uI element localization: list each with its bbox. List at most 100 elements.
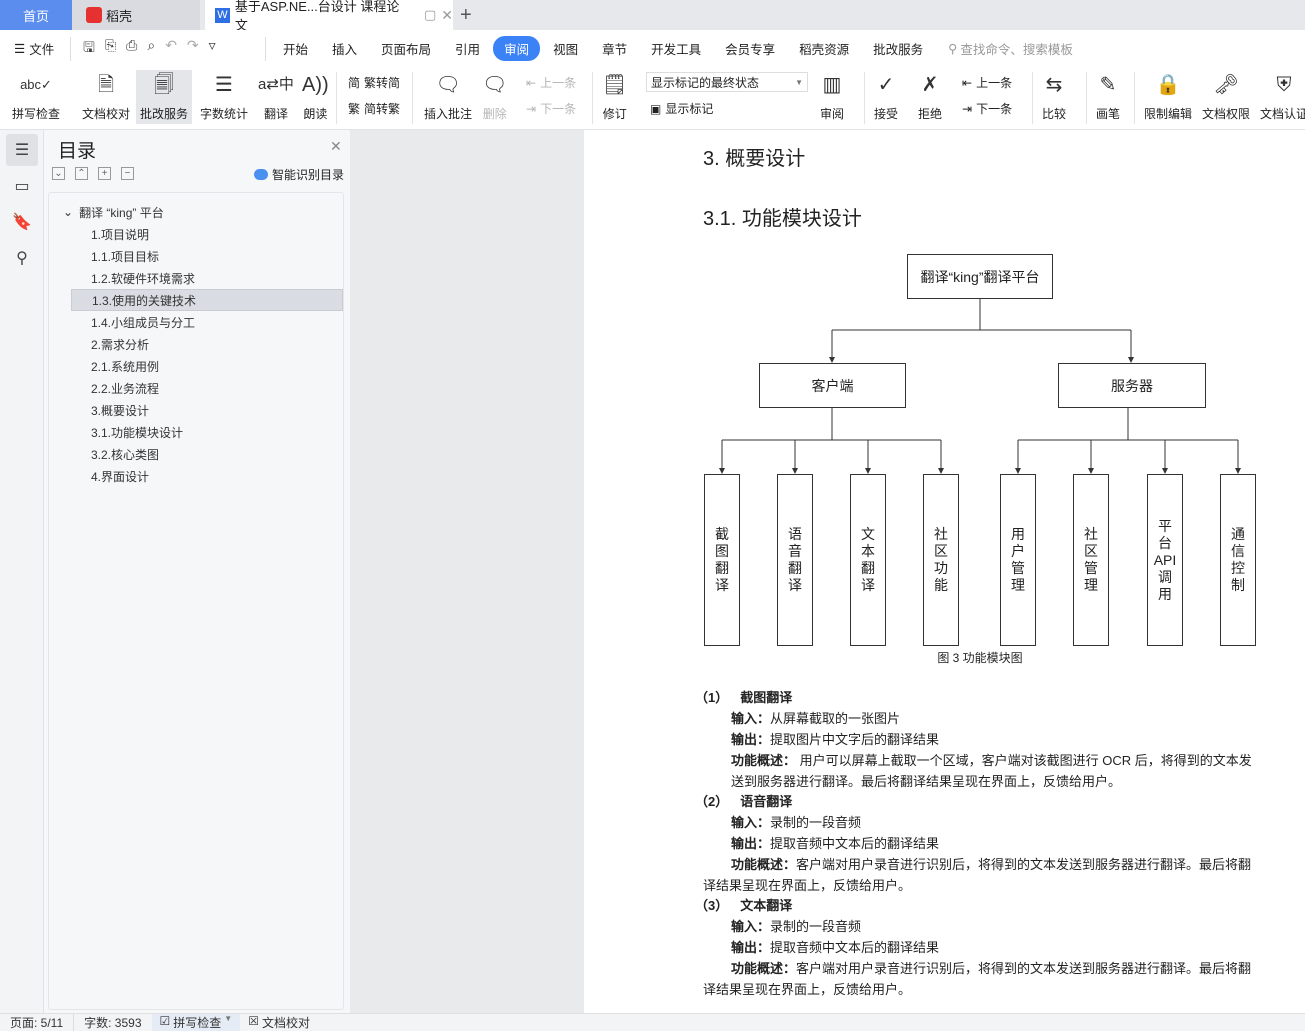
reject-icon: ✗ bbox=[921, 74, 939, 96]
toc-item[interactable]: 2.2.业务流程 bbox=[71, 377, 343, 399]
document-page[interactable]: 3. 概要设计 3.1. 功能模块设计 翻译“king”翻译平台 客户端 服务器… bbox=[584, 130, 1305, 1013]
menu-correction[interactable]: 批改服务 bbox=[873, 43, 924, 57]
save-icon[interactable]: 🖫 bbox=[83, 38, 95, 55]
command-search[interactable]: ⚲查找命令、搜索模板 bbox=[948, 39, 1073, 58]
status-proof-label: 文档校对 bbox=[261, 1016, 310, 1030]
expand-up-icon[interactable]: ⌃ bbox=[75, 167, 88, 180]
menu-member[interactable]: 会员专享 bbox=[725, 43, 776, 57]
paragraph: 功能概述：客户端对用户录音进行识别后，将得到的文本发送到服务器进行翻译。最后将翻… bbox=[703, 854, 1259, 896]
section-number: （3） bbox=[695, 898, 729, 913]
status-proofread[interactable]: ☒文档校对 bbox=[240, 1014, 318, 1031]
collapse-all-icon[interactable]: ⌄ bbox=[52, 167, 65, 180]
chevron-down-icon[interactable]: ⌄ bbox=[63, 205, 74, 219]
divider bbox=[592, 72, 593, 124]
arrow-head bbox=[719, 468, 725, 474]
menu-insert[interactable]: 插入 bbox=[332, 43, 358, 57]
search-icon[interactable]: ⚲ bbox=[16, 250, 28, 267]
tab-home[interactable]: 首页 bbox=[0, 0, 72, 30]
menu-start[interactable]: 开始 bbox=[283, 43, 309, 57]
proof-label: 文档校对 bbox=[82, 107, 131, 121]
remove-level-icon[interactable]: − bbox=[121, 167, 134, 180]
proofread-icon: 🗎 bbox=[97, 74, 115, 96]
word-count-button[interactable]: ☰字数统计 bbox=[196, 70, 252, 124]
close-tab-icon[interactable]: ✕ bbox=[441, 6, 453, 23]
smart-toc-button[interactable]: 智能识别目录 bbox=[254, 166, 344, 183]
file-menu[interactable]: ☰文件 bbox=[0, 39, 70, 58]
toc-item-label: 2.1.系统用例 bbox=[91, 359, 160, 374]
next-comment-button[interactable]: ⇥下一条 bbox=[526, 100, 576, 117]
toc-item[interactable]: 2.1.系统用例 bbox=[71, 355, 343, 377]
status-spell-check[interactable]: ☑拼写检查▼ bbox=[151, 1014, 241, 1031]
toc-item[interactable]: 1.4.小组成员与分工 bbox=[71, 311, 343, 333]
toc-icon[interactable]: ☰ bbox=[6, 134, 38, 166]
toc-item[interactable]: 4.界面设计 bbox=[71, 465, 343, 487]
simp-to-trad-button[interactable]: 繁简转繁 bbox=[348, 100, 400, 117]
comment-add-icon: 🗨 bbox=[435, 74, 461, 96]
review-pane-button[interactable]: ▥审阅 bbox=[816, 70, 848, 124]
menu-layout[interactable]: 页面布局 bbox=[381, 43, 432, 57]
restrict-edit-button[interactable]: 🔒限制编辑 bbox=[1140, 70, 1196, 124]
toc-item[interactable]: 3.概要设计 bbox=[71, 399, 343, 421]
delete-comment-button[interactable]: 🗨删除 bbox=[478, 70, 511, 124]
read-aloud-button[interactable]: A))朗读 bbox=[298, 70, 333, 124]
prev-change-button[interactable]: ⇤上一条 bbox=[962, 74, 1012, 91]
show-markup-button[interactable]: ▣显示标记 bbox=[650, 100, 713, 117]
redo-icon[interactable]: ↷ bbox=[186, 36, 199, 53]
doc-permission-button[interactable]: 🗝文档权限 bbox=[1198, 70, 1254, 124]
menu-section[interactable]: 章节 bbox=[602, 43, 628, 57]
diagram-leaf-node: 社区功能 bbox=[923, 474, 959, 646]
section-nav-icon[interactable]: ▭ bbox=[14, 178, 30, 195]
pen-button[interactable]: ✎画笔 bbox=[1092, 70, 1124, 124]
spell-label: 拼写检查 bbox=[12, 107, 61, 121]
preview-icon[interactable]: ⌕ bbox=[147, 36, 156, 53]
add-level-icon[interactable]: + bbox=[98, 167, 111, 180]
toc-item[interactable]: 1.项目说明 bbox=[71, 223, 343, 245]
toc-item[interactable]: 1.3.使用的关键技术 bbox=[71, 289, 343, 311]
insert-comment-button[interactable]: 🗨插入批注 bbox=[420, 70, 476, 124]
pin-icon[interactable]: ▢ bbox=[423, 7, 437, 22]
output-label: 输出： bbox=[731, 836, 771, 851]
desc-label: 功能概述： bbox=[731, 753, 797, 768]
doc-certify-button[interactable]: ⛨文档认证 bbox=[1256, 70, 1305, 124]
toc-root-item[interactable]: ⌄翻译 “king” 平台 bbox=[57, 201, 329, 223]
track-changes-button[interactable]: 🗒修订 bbox=[598, 70, 631, 124]
prev-comment-button[interactable]: ⇤上一条 bbox=[526, 74, 576, 91]
bookmark-icon[interactable]: 🔖 bbox=[12, 214, 32, 231]
toc-item[interactable]: 1.2.软硬件环境需求 bbox=[71, 267, 343, 289]
command-search-placeholder: 查找命令、搜索模板 bbox=[960, 43, 1073, 57]
close-icon[interactable]: ✕ bbox=[330, 138, 342, 154]
toc-item[interactable]: 2.需求分析 bbox=[71, 333, 343, 355]
docer-logo-icon bbox=[86, 7, 102, 23]
markup-state-select[interactable]: 显示标记的最终状态▼ bbox=[646, 72, 808, 92]
trad-to-simp-button[interactable]: 简繁转简 bbox=[348, 74, 400, 91]
page-indicator[interactable]: 页面: 5/11 bbox=[10, 1016, 64, 1030]
menu-review[interactable]: 审阅 bbox=[493, 36, 541, 61]
reject-button[interactable]: ✗拒绝 bbox=[914, 70, 946, 124]
arrow-head bbox=[1235, 468, 1241, 474]
menu-docer-resources[interactable]: 稻壳资源 bbox=[799, 43, 850, 57]
tab-docer[interactable]: 稻壳 bbox=[72, 0, 200, 30]
menu-reference[interactable]: 引用 bbox=[455, 43, 481, 57]
undo-icon[interactable]: ↶ bbox=[165, 36, 177, 53]
menu-devtools[interactable]: 开发工具 bbox=[651, 43, 702, 57]
print-icon[interactable]: ⎙ bbox=[126, 36, 138, 53]
input-label: 输入： bbox=[731, 919, 771, 934]
more-icon[interactable]: ▿ bbox=[208, 36, 216, 53]
new-tab-button[interactable]: + bbox=[460, 3, 472, 26]
accept-button[interactable]: ✓接受 bbox=[870, 70, 902, 124]
menu-view[interactable]: 视图 bbox=[553, 43, 579, 57]
paragraph: 输出：提取图片中文字后的翻译结果 bbox=[731, 729, 939, 750]
diagram-leaf-node: 社区管理 bbox=[1073, 474, 1109, 646]
toc-item[interactable]: 1.1.项目目标 bbox=[71, 245, 343, 267]
export-icon[interactable]: ⎘ bbox=[104, 36, 117, 53]
translate-button[interactable]: a⇄中翻译 bbox=[254, 70, 298, 124]
compare-button[interactable]: ⇆比较 bbox=[1038, 70, 1070, 124]
next-change-button[interactable]: ⇥下一条 bbox=[962, 100, 1012, 117]
correction-service-button[interactable]: 🗐批改服务 bbox=[136, 70, 193, 124]
toc-item[interactable]: 3.1.功能模块设计 bbox=[71, 421, 343, 443]
spell-check-button[interactable]: abc✓拼写检查 bbox=[8, 70, 64, 124]
toc-item[interactable]: 3.2.核心类图 bbox=[71, 443, 343, 465]
doc-proofread-button[interactable]: 🗎 文档校对 bbox=[78, 70, 134, 124]
word-count[interactable]: 字数: 3593 bbox=[73, 1014, 151, 1031]
